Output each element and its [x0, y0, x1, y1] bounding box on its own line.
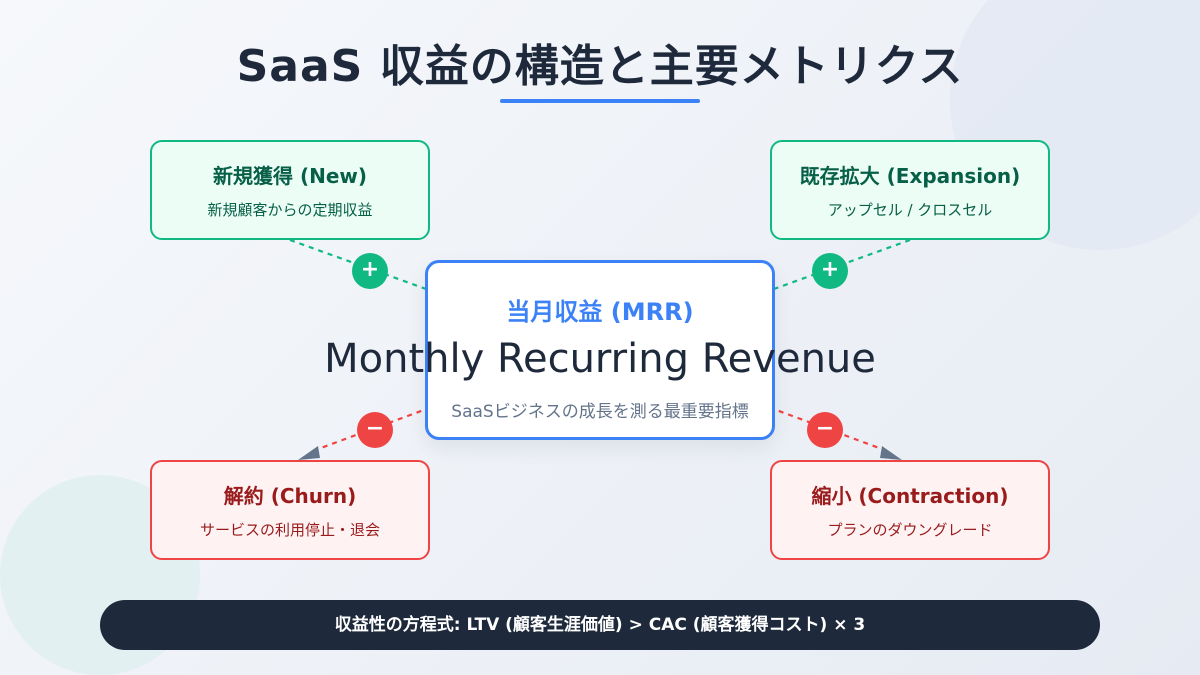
- plus-icon: +: [352, 253, 388, 289]
- connector-contraction: [759, 402, 891, 454]
- node-churn: 解約 (Churn) サービスの利用停止・退会: [150, 460, 430, 560]
- node-new-title: 新規獲得 (New): [212, 164, 368, 188]
- node-new: 新規獲得 (New) 新規顧客からの定期収益: [150, 140, 430, 240]
- arrowhead-contraction: [880, 446, 902, 460]
- arrowhead-churn: [298, 446, 320, 460]
- connector-churn: [309, 402, 441, 454]
- node-expansion-desc: アップセル / クロスセル: [827, 201, 993, 219]
- mrr-center-box: [425, 260, 775, 440]
- connector-expansion: [759, 238, 911, 296]
- mrr-subtitle: SaaSビジネスの成長を測る最重要指標: [451, 402, 749, 422]
- node-churn-title: 解約 (Churn): [223, 484, 357, 508]
- minus-icon: −: [807, 412, 843, 448]
- node-new-desc: 新規顧客からの定期収益: [207, 201, 373, 219]
- node-churn-desc: サービスの利用停止・退会: [199, 521, 380, 539]
- node-contraction: 縮小 (Contraction) プランのダウングレード: [770, 460, 1050, 560]
- node-expansion-title: 既存拡大 (Expansion): [799, 164, 1021, 188]
- node-contraction-title: 縮小 (Contraction): [811, 484, 1009, 508]
- node-contraction-desc: プランのダウングレード: [827, 521, 993, 539]
- page-title: SaaS 収益の構造と主要メトリクス: [236, 41, 964, 92]
- node-expansion: 既存拡大 (Expansion) アップセル / クロスセル: [770, 140, 1050, 240]
- formula-banner: 収益性の方程式: LTV (顧客生涯価値) > CAC (顧客獲得コスト) × …: [100, 600, 1100, 650]
- plus-icon: +: [812, 253, 848, 289]
- minus-icon: −: [357, 412, 393, 448]
- connector-new: [289, 238, 441, 296]
- mrr-label: 当月収益 (MRR): [506, 298, 694, 326]
- mrr-main-text: Monthly Recurring Revenue: [324, 336, 876, 382]
- title-underline: [500, 99, 700, 103]
